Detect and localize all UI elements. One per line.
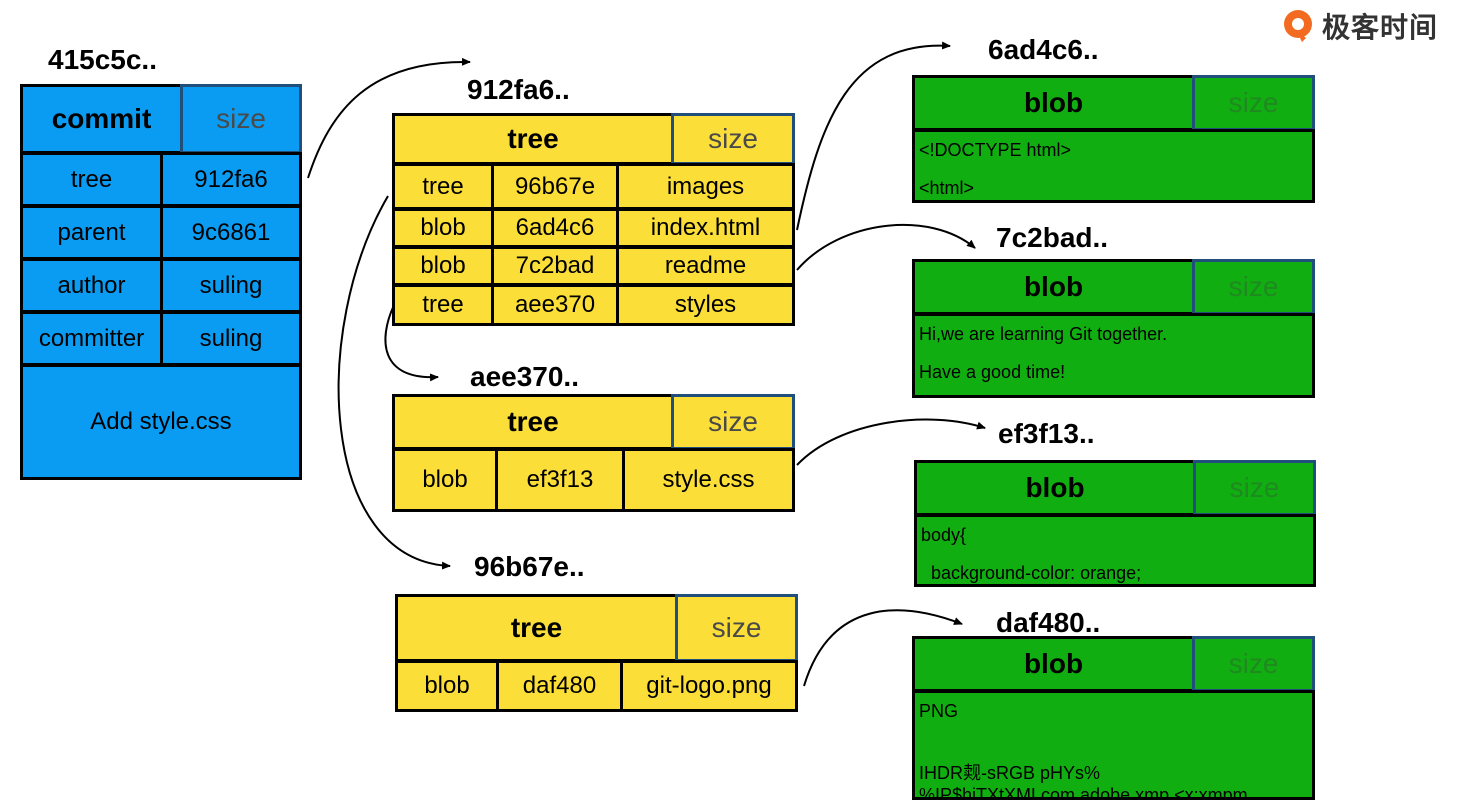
tree-entry-name: index.html	[616, 208, 795, 248]
tree-size-label: size	[671, 394, 795, 450]
blob-content-line: <html>	[919, 178, 975, 198]
tree-hash: aee370..	[470, 361, 579, 392]
blob-content-line: PNG	[919, 701, 959, 721]
tree-entry-name: readme	[616, 246, 795, 286]
tree-entry-name: git-logo.png	[620, 660, 798, 712]
geektime-logo: 极客时间	[1280, 8, 1438, 44]
blob-hash: daf480..	[996, 607, 1101, 638]
tree-hash: 96b67e..	[474, 551, 585, 582]
arrow-png-to-blob	[803, 609, 963, 687]
blob-size-label: size	[1193, 460, 1316, 516]
tree-entry-name: style.css	[622, 448, 795, 512]
blob-content-line: IHDR觌-sRGB pHYs%	[919, 763, 1101, 783]
tree-entry-hash: daf480	[496, 660, 623, 712]
commit-row-value: 912fa6	[160, 152, 302, 207]
commit-row-key: author	[20, 258, 163, 313]
blob-content-line: <!DOCTYPE html>	[919, 140, 1072, 160]
logo-text: 极客时间	[1322, 12, 1439, 43]
blob-content: body{ background-color: orange;	[914, 514, 1316, 587]
commit-row-value: suling	[160, 311, 302, 366]
blob-content-line: %IP$hiTXtXMLcom.adobe.xmp <x:xmpm	[919, 785, 1248, 800]
arrow-index-to-blob	[796, 41, 951, 231]
blob-content-line: Have a good time!	[919, 362, 1066, 382]
commit-row-key: parent	[20, 205, 163, 260]
blob-content-line: body{	[921, 525, 967, 545]
tree-entry-name: styles	[616, 284, 795, 326]
commit-hash: 415c5c..	[48, 44, 157, 75]
tree-size-label: size	[671, 113, 795, 165]
geektime-logo-icon	[1284, 10, 1312, 42]
arrow-readme-to-blob	[796, 223, 976, 271]
commit-message: Add style.css	[20, 364, 302, 480]
tree-entry-mode: tree	[392, 284, 494, 326]
arrow-commit-to-tree	[307, 57, 471, 179]
blob-content-line: background-color: orange;	[921, 563, 1142, 583]
blob-hash: 6ad4c6..	[988, 34, 1099, 65]
commit-row-value: 9c6861	[160, 205, 302, 260]
arrow-tree-to-96b67e	[337, 195, 451, 570]
blob-content: PNG IHDR觌-sRGB pHYs% %IP$hiTXtXMLcom.ado…	[912, 690, 1315, 800]
tree-entry-mode: blob	[395, 660, 499, 712]
tree-entry-hash: ef3f13	[495, 448, 625, 512]
arrow-style-to-blob	[796, 418, 986, 466]
tree-hash: 912fa6..	[467, 74, 570, 105]
blob-hash: ef3f13..	[998, 418, 1095, 449]
blob-hash: 7c2bad..	[996, 222, 1109, 253]
blob-content-line: Hi,we are learning Git together.	[919, 324, 1168, 344]
blob-content: Hi,we are learning Git together. Have a …	[912, 313, 1315, 398]
arrow-tree-to-aee370	[384, 304, 439, 382]
blob-content: <!DOCTYPE html> <html>	[912, 129, 1315, 203]
tree-entry-mode: blob	[392, 448, 498, 512]
tree-entry-hash: aee370	[491, 284, 619, 326]
blob-type-label: blob	[912, 636, 1195, 692]
tree-entry-name: images	[616, 163, 795, 210]
